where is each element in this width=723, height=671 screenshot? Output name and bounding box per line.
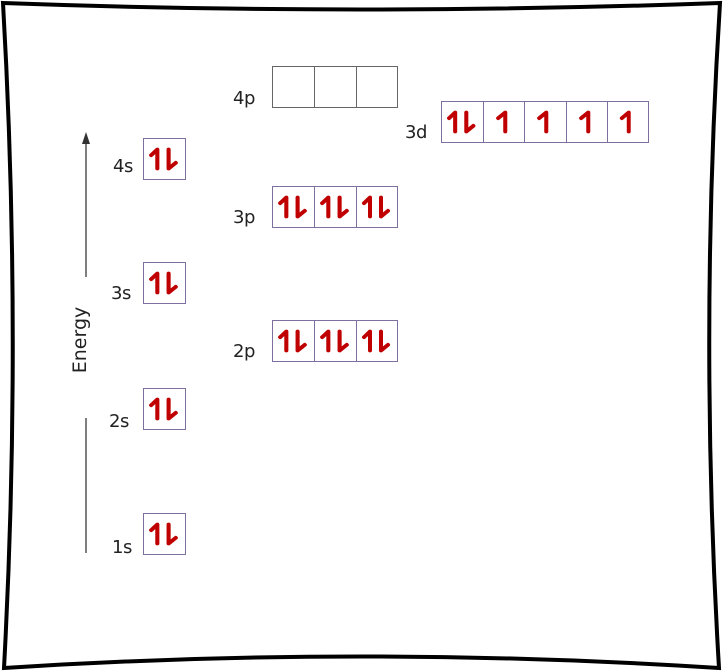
electron-pair-arrows-icon bbox=[149, 522, 178, 546]
electron-pair-arrows-icon bbox=[149, 271, 178, 295]
orbital-2p bbox=[272, 320, 398, 362]
energy-axis-label: Energy bbox=[69, 306, 91, 374]
orbital-4p bbox=[272, 66, 398, 108]
orbital-1s bbox=[143, 513, 186, 555]
orbital-box-3p-2 bbox=[314, 186, 356, 228]
orbital-label-3s: 3s bbox=[111, 283, 131, 304]
orbital-3d bbox=[441, 101, 649, 143]
electron-pair-arrows-icon bbox=[320, 195, 349, 219]
orbital-box-2p-3 bbox=[356, 320, 398, 362]
orbital-box-4p-1 bbox=[272, 66, 314, 108]
electron-up-arrow-icon bbox=[495, 110, 507, 134]
electron-up-arrow-icon bbox=[578, 110, 590, 134]
orbital-box-2p-1 bbox=[272, 320, 314, 362]
orbital-3s bbox=[143, 262, 186, 304]
orbital-3p bbox=[272, 186, 398, 228]
orbital-box-4s-1 bbox=[143, 138, 186, 180]
electron-pair-arrows-icon bbox=[320, 329, 349, 353]
orbital-label-2s: 2s bbox=[109, 411, 129, 432]
electron-pair-arrows-icon bbox=[362, 195, 390, 219]
electron-pair-arrows-icon bbox=[149, 147, 178, 171]
electron-pair-arrows-icon bbox=[447, 110, 476, 134]
orbital-label-3p: 3p bbox=[233, 207, 255, 228]
orbital-box-2s-1 bbox=[143, 388, 186, 430]
electron-up-arrow-icon bbox=[537, 110, 549, 134]
electron-pair-arrows-icon bbox=[278, 195, 307, 219]
electron-pair-arrows-icon bbox=[362, 329, 390, 353]
orbital-box-4p-3 bbox=[356, 66, 398, 108]
orbital-box-3p-3 bbox=[356, 186, 398, 228]
electron-pair-arrows-icon bbox=[149, 397, 178, 421]
orbital-box-3p-1 bbox=[272, 186, 314, 228]
orbital-box-3d-4 bbox=[565, 101, 607, 143]
orbital-label-4p: 4p bbox=[233, 88, 255, 109]
orbital-4s bbox=[143, 138, 186, 180]
orbital-label-4s: 4s bbox=[113, 156, 133, 177]
orbital-box-4p-2 bbox=[314, 66, 356, 108]
orbital-box-3d-2 bbox=[482, 101, 524, 143]
orbital-label-1s: 1s bbox=[112, 537, 132, 558]
electron-pair-arrows-icon bbox=[278, 329, 307, 353]
orbital-box-3s-1 bbox=[143, 262, 186, 304]
orbital-box-2p-2 bbox=[314, 320, 356, 362]
orbital-box-3d-3 bbox=[524, 101, 566, 143]
orbital-box-3d-1 bbox=[441, 101, 483, 143]
orbital-label-2p: 2p bbox=[233, 341, 255, 362]
orbital-box-1s-1 bbox=[143, 513, 186, 555]
electron-up-arrow-icon bbox=[619, 110, 631, 134]
orbital-label-3d: 3d bbox=[405, 122, 427, 143]
orbital-2s bbox=[143, 388, 186, 430]
orbital-box-3d-5 bbox=[607, 101, 649, 143]
